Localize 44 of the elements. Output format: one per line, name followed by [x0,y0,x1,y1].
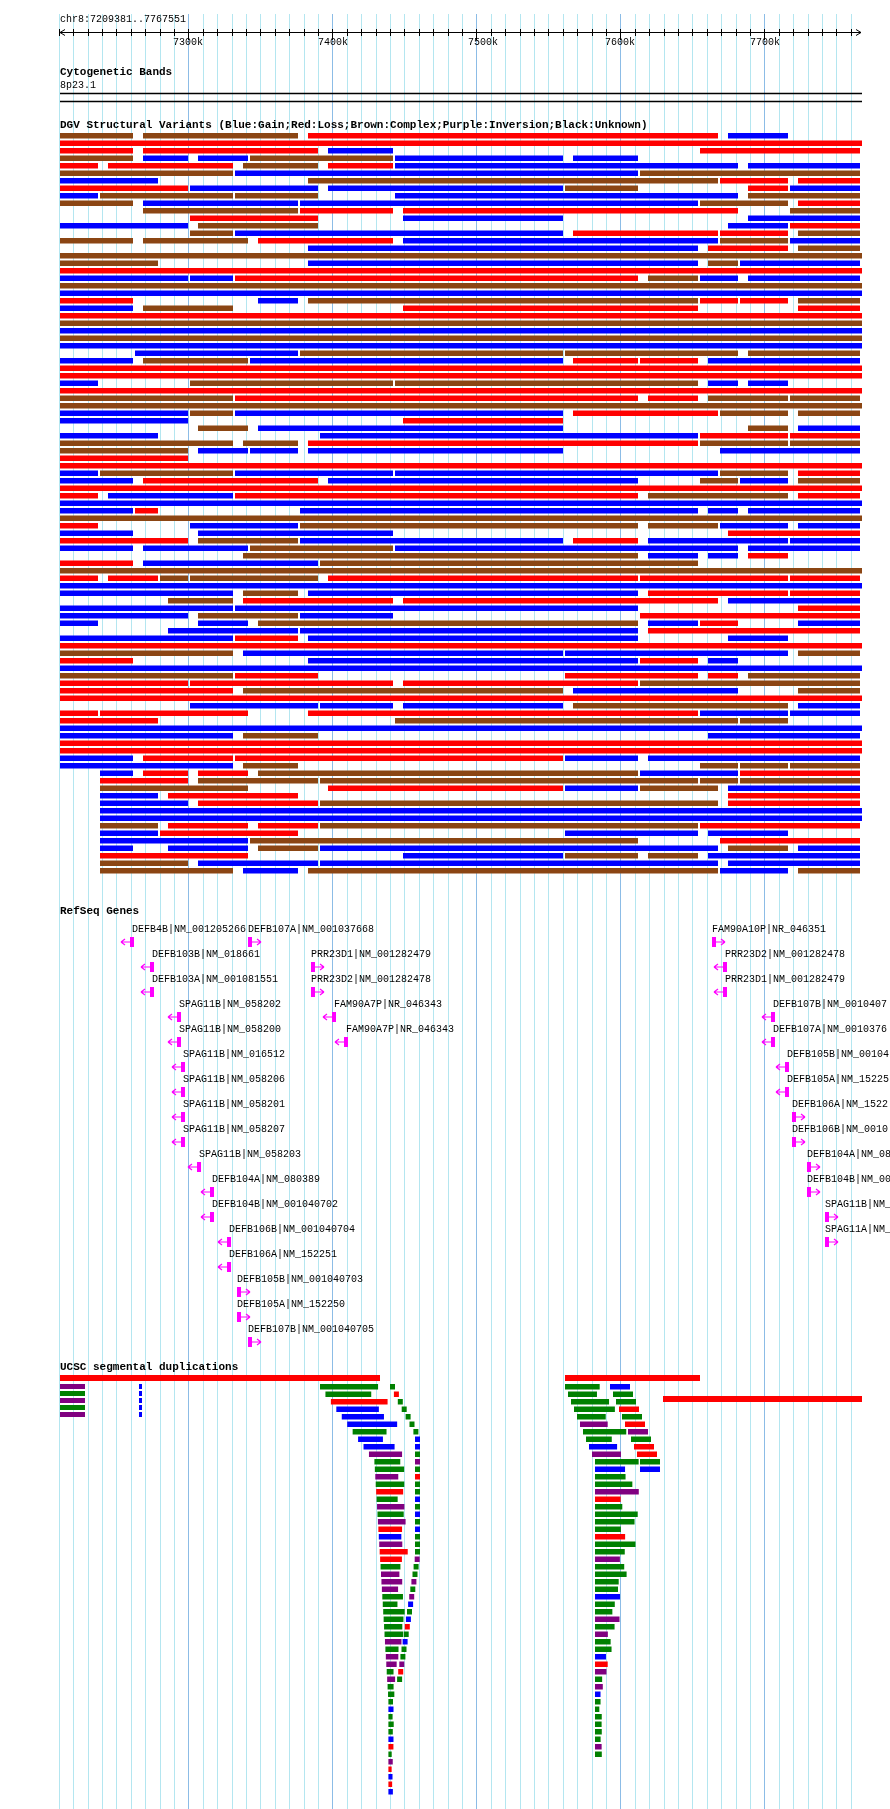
tick-label: 7300k [173,37,203,48]
gene-label: DEFB103B|NM_018661 [152,949,261,960]
gene-label: SPAG11B|NM_058200 [179,1024,282,1035]
gene-label: DEFB107A|NM_0010376 [773,1024,888,1035]
gene-label: FAM90A10P|NR_046351 [712,924,827,935]
gene-label: DEFB105B|NM_001040703 [237,1274,364,1285]
gene-label: FAM90A7P|NR_046343 [346,1024,455,1035]
gene-label: DEFB104B|NM_001040702 [212,1199,339,1210]
track-title: RefSeq Genes [60,906,140,917]
gene-label: FAM90A7P|NR_046343 [334,999,443,1010]
gene-label: DEFB4B|NM_001205266 [132,924,247,935]
gene-label: SPAG11B|NM_058202 [179,999,282,1010]
gene-label: DEFB104A|NM_08 [807,1149,890,1160]
gene-label: DEFB105A|NM_152250 [237,1299,346,1310]
gene-label: DEFB105B|NM_00104 [787,1049,890,1060]
gene-label: PRR23D2|NM_001282478 [725,949,846,960]
track-title: DGV Structural Variants (Blue:Gain;Red:Loss;Brown:Complex;Purple:Inversion;Black:Unknown) [60,120,648,131]
tick-label: 7400k [318,37,348,48]
gene-label: SPAG11B|NM_016512 [183,1049,286,1060]
gene-label: DEFB107B|NM_001040705 [248,1324,375,1335]
gene-label: DEFB106B|NM_001040704 [229,1224,356,1235]
gene-label: DEFB104A|NM_080389 [212,1174,321,1185]
gene-label: SPAG11B|NM_058203 [199,1149,302,1160]
gene-label: DEFB105A|NM_15225 [787,1074,890,1085]
gene-label: DEFB104B|NM_00 [807,1174,890,1185]
tick-label: 7700k [750,37,780,48]
track-title: Cytogenetic Bands [60,67,173,78]
gene-label: SPAG11B|NM_058201 [183,1099,286,1110]
gene-label: PRR23D2|NM_001282478 [311,974,432,985]
track-title: UCSC segmental duplications [60,1362,239,1373]
gene-label: DEFB106A|NM_152251 [229,1249,338,1260]
gene-label: DEFB106B|NM_0010 [792,1124,888,1135]
tick-label: 7500k [468,37,498,48]
tick-label: 7600k [605,37,635,48]
coordinate-label: chr8:7209381..7767551 [60,14,187,25]
gene-label: DEFB107A|NM_001037668 [248,924,375,935]
gene-label: DEFB106A|NM_1522 [792,1099,888,1110]
gene-label: SPAG11B|NM_058206 [183,1074,286,1085]
gene-label: DEFB103A|NM_001081551 [152,974,279,985]
gene-label: PRR23D1|NM_001282479 [311,949,432,960]
gene-label: PRR23D1|NM_001282479 [725,974,846,985]
band-label: 8p23.1 [60,80,96,91]
gene-label: SPAG11B|NM_058207 [183,1124,286,1135]
gene-label: DEFB107B|NM_0010407 [773,999,888,1010]
